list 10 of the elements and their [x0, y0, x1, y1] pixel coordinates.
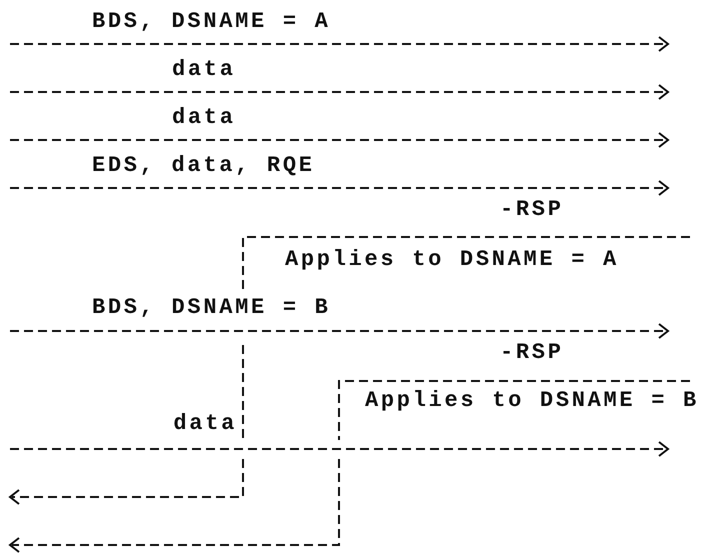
message-label: EDS, data, RQE	[92, 154, 315, 178]
message-label: data	[173, 412, 237, 436]
message-label: -RSP	[500, 341, 564, 365]
message-label: BDS, DSNAME = A	[92, 10, 331, 34]
message-label: data	[172, 58, 236, 82]
message-label: Applies to DSNAME = A	[285, 248, 619, 272]
message-label: -RSP	[500, 198, 564, 222]
message-label: data	[172, 106, 236, 130]
message-label: BDS, DSNAME = B	[92, 296, 331, 320]
message-label: Applies to DSNAME = B	[365, 389, 699, 413]
